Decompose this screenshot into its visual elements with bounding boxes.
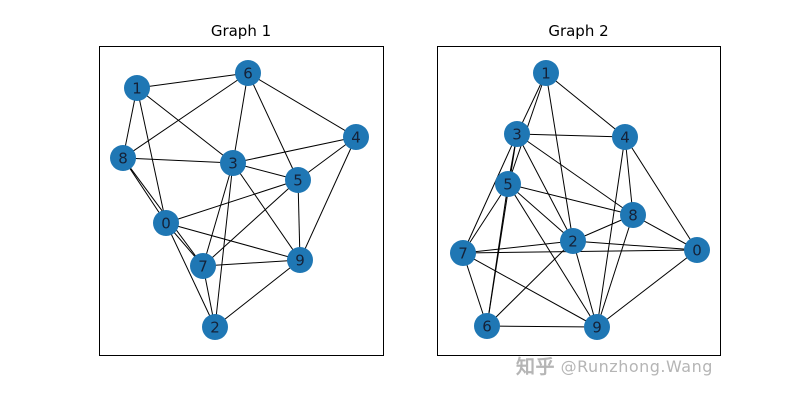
graph-1-edge-1-0 (136, 87, 167, 224)
graph-1-node-5 (285, 167, 311, 193)
graph-1-edge-4-9 (299, 136, 357, 261)
graph-2-node-label-1: 1 (541, 64, 551, 82)
graph-2-edge-2-6 (486, 240, 574, 327)
graph-2-title: Graph 2 (548, 22, 609, 40)
graph-1-edge-8-3 (122, 157, 234, 164)
graph-2-node-label-8: 8 (628, 206, 638, 224)
graph-1-node-3 (220, 150, 246, 176)
graph-1-node-1 (124, 75, 150, 101)
graph-2-edge-4-0 (624, 136, 698, 251)
graph-1-edge-0-2 (165, 222, 216, 328)
graph-1-node-label-0: 0 (161, 214, 171, 232)
graph-2-node-9 (584, 314, 610, 340)
graph-1-node-label-4: 4 (351, 128, 361, 146)
graph-2-node-4 (612, 124, 638, 150)
graph-2-node-label-3: 3 (512, 125, 522, 143)
graph-2-node-0 (684, 237, 710, 263)
graph-1-edge-5-9 (297, 179, 301, 261)
graph-2-node-2 (560, 228, 586, 254)
graph-2-edge-5-8 (507, 183, 634, 216)
watermark-brand: 知乎 (516, 356, 556, 378)
graph-1-node-label-8: 8 (118, 149, 128, 167)
graph-2-node-label-7: 7 (458, 244, 468, 262)
graph-2-edge-9-0 (596, 249, 698, 328)
graph-1-node-9 (287, 247, 313, 273)
graph-1-node-7 (190, 253, 216, 279)
graph-2-edge-5-6 (486, 183, 509, 327)
graph-2-edge-3-8 (516, 133, 634, 216)
graph-2-node-label-5: 5 (503, 175, 513, 193)
graph-1-edge-5-0 (165, 179, 299, 224)
graph-2-edge-2-7 (462, 240, 574, 254)
graph-2-edge-5-9 (507, 183, 598, 328)
graph-1-edge-1-6 (136, 72, 249, 89)
graph-1-edge-6-4 (247, 72, 357, 138)
graph-2-edge-1-4 (545, 72, 626, 138)
graph-1-node-label-7: 7 (198, 257, 208, 275)
graph-1: 0 1 2 3 4 5 6 7 8 9 (99, 46, 384, 356)
graph-2-edge-6-9 (486, 325, 598, 328)
graph-1-title: Graph 1 (210, 22, 272, 40)
graph-2-node-6 (474, 313, 500, 339)
graph-1-node-label-2: 2 (210, 318, 220, 336)
graph-2-node-5 (495, 171, 521, 197)
graph-2-edge-5-2 (507, 183, 574, 242)
graph-2-edge-7-9 (462, 252, 598, 328)
graph-2-node-8 (620, 202, 646, 228)
graph-1-node-0 (153, 210, 179, 236)
graph-2-node-label-2: 2 (568, 232, 578, 250)
graph-2-edge-3-4 (516, 133, 626, 138)
graph-2-edge-3-2 (516, 133, 574, 242)
graph-2-edge-3-7 (462, 133, 518, 254)
watermark-handle: @Runzhong.Wang (560, 357, 713, 376)
graph-2-frame (437, 46, 721, 356)
graph-1-edge-2-9 (214, 259, 301, 328)
graph-2-edge-4-8 (624, 136, 634, 216)
graph-2-edge-8-9 (596, 214, 634, 328)
graph-2-edge-1-2 (545, 72, 574, 242)
graph-1-node-label-9: 9 (295, 251, 305, 269)
graph-2-edge-2-9 (572, 240, 598, 328)
graph-2-node-label-4: 4 (620, 128, 630, 146)
graph-1-node-6 (235, 60, 261, 86)
graph-2-node-label-0: 0 (692, 241, 702, 259)
graph-1-edge-6-5 (247, 72, 299, 181)
graph-2-node-1 (533, 60, 559, 86)
graph-2-edge-5-7 (462, 183, 509, 254)
graph-2-node-label-6: 6 (482, 317, 492, 335)
graph-1-edge-3-9 (232, 162, 301, 261)
graph-2-edge-4-9 (596, 136, 626, 328)
graph-1-node-8 (110, 145, 136, 171)
graph-1-frame (99, 46, 384, 356)
graph-2-node-label-9: 9 (592, 318, 602, 336)
graph-1-node-label-6: 6 (243, 64, 253, 82)
graph-1-node-4 (343, 124, 369, 150)
graph-2-node-3 (504, 121, 530, 147)
graph-1-edge-5-7 (202, 179, 299, 267)
graph-1-node-label-5: 5 (293, 171, 303, 189)
graph-1-edge-7-9 (202, 259, 301, 267)
graph-1-edge-6-8 (122, 72, 249, 159)
graph-1-edge-1-3 (136, 87, 234, 164)
graph-1-edge-3-7 (202, 162, 234, 267)
graph-1-edge-3-2 (214, 162, 234, 328)
watermark: 知乎 @Runzhong.Wang (516, 352, 776, 379)
graph-1-edge-0-9 (165, 222, 301, 261)
graph-1-node-label-1: 1 (132, 79, 142, 97)
graph-1-node-label-3: 3 (228, 154, 238, 172)
graph-2-edge-2-0 (572, 240, 698, 251)
graph-1-edge-3-4 (232, 136, 357, 164)
graph-2: 0 1 2 3 4 5 6 7 8 9 (437, 46, 721, 356)
graph-1-node-2 (202, 314, 228, 340)
graph-1-edge-6-3 (232, 72, 249, 164)
graph-2-node-7 (450, 240, 476, 266)
